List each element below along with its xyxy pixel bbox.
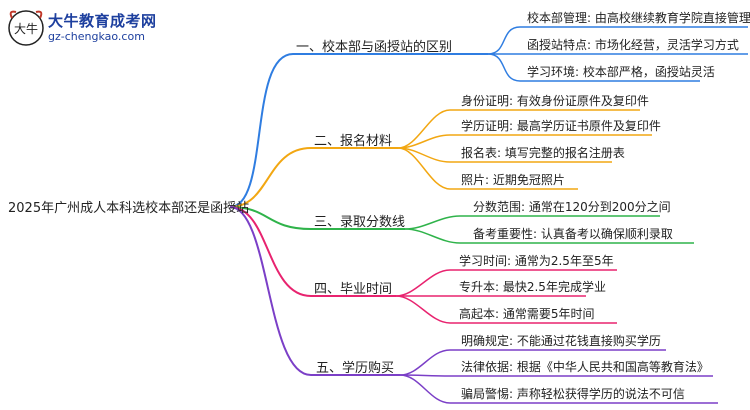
leaf-1-3: 学习环境: 校本部严格，函授站灵活 [527,65,715,79]
leaf-4-1-connector [395,269,617,297]
leaf-3-2-connector [404,228,694,244]
leaf-5-3-connector [399,374,718,404]
leaf-3-1-connector [404,215,660,230]
leaf-3-2: 备考重要性: 认真备考以确保顺利录取 [473,227,673,241]
site-logo: 大牛 大牛教育成考网 gz-chengkao.com [6,6,176,50]
branch-3-connector [229,206,405,230]
leaf-3-1: 分数范围: 通常在120分到200分之间 [473,200,671,214]
leaf-1-1-connector [487,26,748,55]
leaf-1-3-connector [487,53,700,82]
leaf-4-3: 高起本: 通常需要5年时间 [459,307,595,321]
leaf-1-2: 函授站特点: 市场化经营，灵活学习方式 [527,38,739,52]
branch-2-connector [229,147,398,208]
branch-1-label: 一、校本部与函授站的区别 [296,40,453,55]
leaf-2-2-connector [397,134,652,149]
leaf-2-3: 报名表: 填写完整的报名注册表 [461,146,625,160]
branch-5-label: 五、学历购买 [316,361,395,376]
leaf-5-1-connector [399,349,666,376]
logo-title: 大牛教育成考网 [48,12,157,30]
logo-url: gz-chengkao.com [48,30,145,43]
leaf-1-1: 校本部管理: 由高校继续教育学院直接管理 [527,11,750,25]
branch-1-connector [229,53,488,208]
leaf-2-2: 学历证明: 最高学历证书原件及复印件 [461,119,661,133]
leaf-5-1: 明确规定: 不能通过花钱直接购买学历 [461,334,661,348]
leaf-2-4-connector [397,147,578,190]
leaf-4-2: 专升本: 最快2.5年完成学业 [459,280,606,294]
branch-5-connector [229,206,400,376]
root-topic: 2025年广州成人本科选校本部还是函授站 [8,201,250,216]
logo-badge: 大牛 [14,21,38,36]
branch-3-label: 三、录取分数线 [314,215,406,230]
leaf-2-4: 照片: 近期免冠照片 [461,173,565,187]
leaf-5-3: 骗局警惕: 声称轻松获得学历的说法不可信 [461,387,685,401]
leaf-5-2-connector [399,374,713,377]
leaf-5-2: 法律依据: 根据《中华人民共和国高等教育法》 [461,360,709,374]
bull-icon: 大牛 [8,10,44,46]
leaf-4-1: 学习时间: 通常为2.5年至5年 [459,254,614,268]
branch-4-connector [229,206,396,297]
branch-4-label: 四、毕业时间 [314,282,393,297]
leaf-4-3-connector [395,295,617,324]
leaf-2-1: 身份证明: 有效身份证原件及复印件 [461,94,649,108]
branch-2-label: 二、报名材料 [314,134,393,149]
